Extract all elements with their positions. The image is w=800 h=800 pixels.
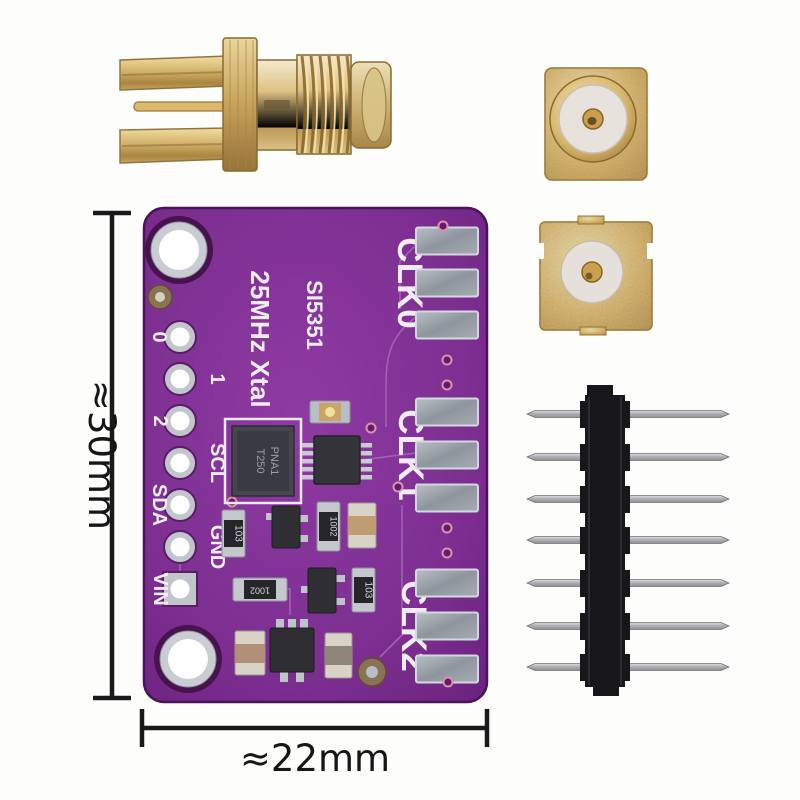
- capacitor-tan-1: [347, 502, 377, 549]
- width-dimension: ≈22mm: [139, 709, 490, 778]
- silkscreen-freq-label: 25MHz Xtal: [245, 270, 275, 407]
- pin-labels: 0 1 2 SCL SDA GND VIN: [148, 331, 228, 605]
- height-dimension-label: ≈30mm: [80, 380, 123, 530]
- pin-label-vin: VIN: [149, 572, 171, 605]
- resistor-marking: 103: [363, 582, 374, 599]
- pcb-module: 0 1 2 SCL SDA GND VIN 25MHz Xtal SI5351 …: [142, 206, 489, 704]
- resistor-103-right: 103: [351, 567, 376, 613]
- header-pins: [526, 410, 730, 671]
- si5351-ic: [302, 435, 372, 485]
- resistor-marking: 1002: [250, 586, 270, 596]
- mounting-hole-bottom-left: [154, 625, 222, 693]
- led-component: [309, 400, 351, 424]
- crystal-25mhz: T250 PNA1: [223, 417, 303, 505]
- pin-label-1: 1: [206, 373, 228, 384]
- resistor-marking: 103: [233, 525, 244, 542]
- crystal-marking-1: T250: [254, 448, 266, 473]
- dimension-line-horizontal: [139, 709, 490, 747]
- dimension-line-vertical: [93, 210, 131, 701]
- sot23-transistor-1: [266, 505, 308, 549]
- capacitor-tan-3: [324, 632, 353, 679]
- width-dimension-label: ≈22mm: [240, 737, 390, 778]
- pin-holes: [162, 320, 198, 607]
- bronze-via-bottom: [357, 657, 387, 687]
- ufl-center-pin: [581, 261, 603, 283]
- silkscreen-chip-label: SI5351: [302, 280, 327, 350]
- pin-label-sda: SDA: [148, 484, 170, 526]
- header-body: [580, 385, 630, 696]
- capacitor-tan-2: [234, 630, 266, 676]
- resistor-marking: 1002: [329, 516, 339, 536]
- bronze-via: [147, 284, 173, 310]
- sma-threads: [296, 54, 352, 155]
- pin-label-0: 0: [148, 331, 170, 342]
- ufl-connector-icon: [536, 215, 655, 336]
- sma-legs: [119, 55, 231, 164]
- resistor-103-left: 103: [221, 509, 246, 558]
- sma-flange: [222, 37, 258, 172]
- sot23-5-regulator: [269, 619, 315, 682]
- sma-jack-top-view-icon: [544, 67, 648, 181]
- resistor-1002-horizontal: 1002: [232, 577, 288, 602]
- mounting-hole-top-left: [145, 216, 213, 284]
- pin-label-2: 2: [149, 415, 171, 426]
- height-dimension: ≈30mm: [80, 210, 131, 701]
- clk-solder-pads: [415, 226, 479, 684]
- pin-label-scl: SCL: [206, 443, 228, 483]
- resistor-1002-vertical: 1002: [316, 501, 341, 552]
- pin-header-icon: [526, 385, 730, 696]
- crystal-marking-2: PNA1: [268, 447, 280, 476]
- sma-end-ring: [350, 61, 392, 149]
- sot23-transistor-2: [301, 567, 345, 614]
- sma-edge-connector-icon: [119, 37, 392, 172]
- sma-center-pin: [133, 101, 231, 112]
